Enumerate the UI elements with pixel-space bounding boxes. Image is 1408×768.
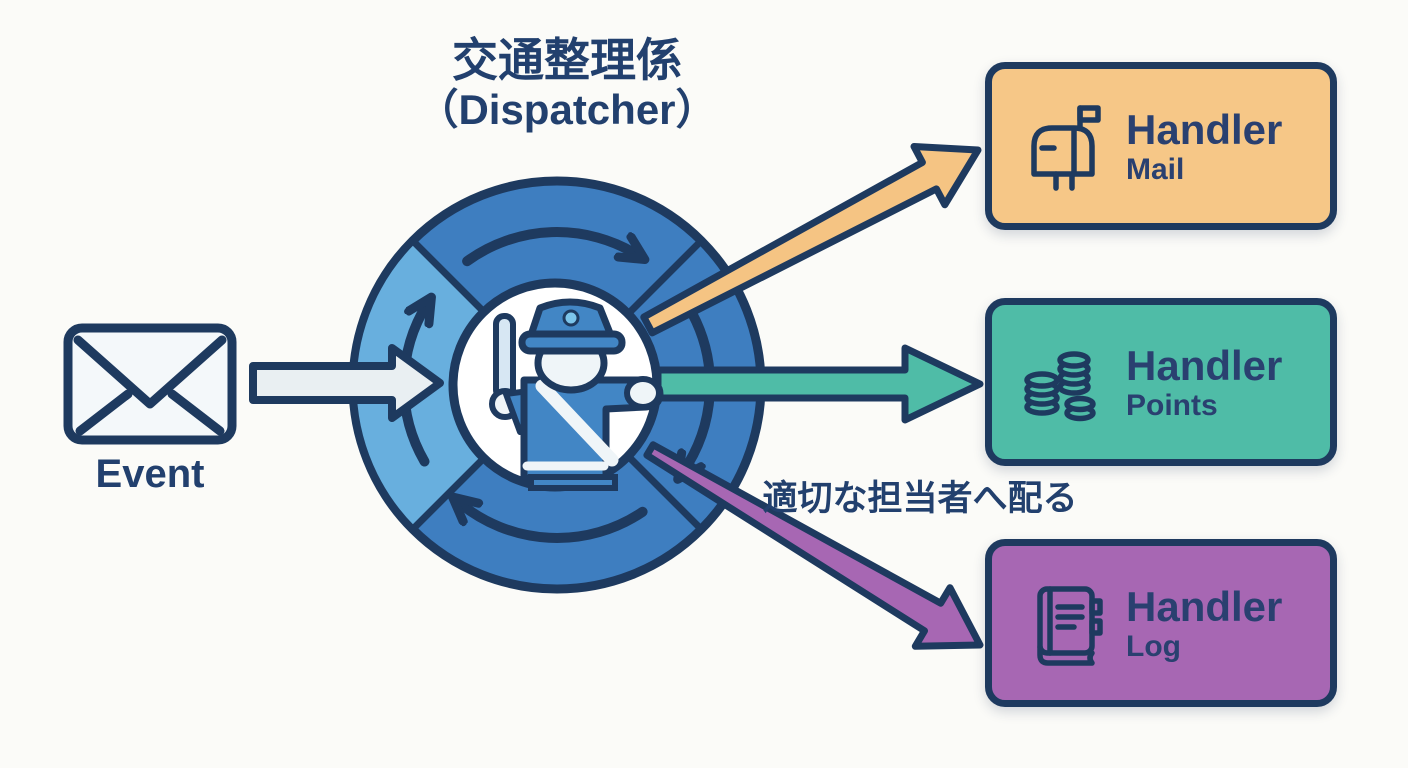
handler-subtitle: Mail [1126, 152, 1185, 186]
mailbox-icon [1031, 105, 1101, 191]
handler-text-mail: Handler Mail [1126, 106, 1282, 187]
handler-title: Handler [1126, 341, 1283, 389]
handler-title: Handler [1126, 582, 1283, 630]
dispatch-annotation: 適切な担当者へ配る [762, 479, 1078, 518]
dispatcher-title: 交通整理係 （Dispatcher） [317, 34, 817, 134]
arrow-to-points-handler [654, 344, 984, 424]
handler-card-points: Handler Points [985, 298, 1337, 466]
log-book-icon [1037, 586, 1103, 666]
handler-text-log: Handler Log [1126, 583, 1282, 664]
handler-title: Handler [1126, 105, 1283, 153]
handler-subtitle: Points [1126, 388, 1218, 422]
event-envelope-icon [63, 323, 237, 445]
arrow-to-log-handler [643, 441, 984, 650]
event-input-arrow [249, 344, 444, 422]
handler-subtitle: Log [1126, 629, 1181, 663]
coin-stack-icon [1024, 351, 1096, 422]
handler-card-mail: Handler Mail [985, 62, 1337, 230]
ring-rotation-arrows [398, 227, 715, 543]
arrow-to-mail-handler [640, 143, 982, 337]
event-label: Event [95, 452, 205, 496]
dispatcher-title-english: （Dispatcher） [416, 86, 718, 134]
dispatcher-title-japanese: 交通整理係 [452, 34, 682, 86]
traffic-officer-icon [448, 278, 664, 492]
handler-text-points: Handler Points [1126, 342, 1282, 423]
handler-card-log: Handler Log [985, 539, 1337, 707]
